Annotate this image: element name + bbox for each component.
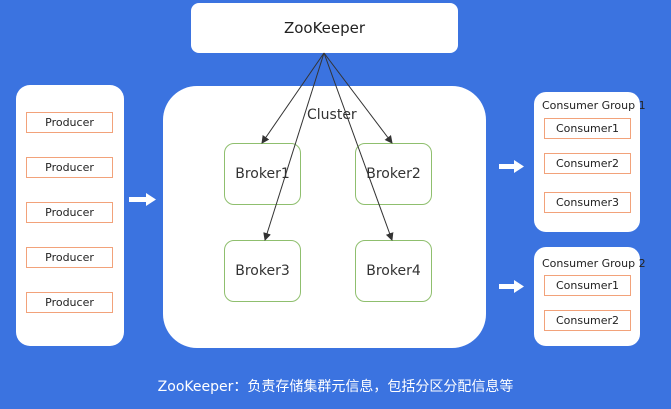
producer-label: Producer <box>45 296 94 309</box>
producer-node-4: Producer <box>26 247 113 268</box>
producer-node-3: Producer <box>26 202 113 223</box>
consumer-label: Consumer3 <box>555 196 620 209</box>
producer-label: Producer <box>45 251 94 264</box>
cluster-to-group1-arrow <box>499 160 524 173</box>
consumer-node: Consumer2 <box>544 153 631 174</box>
diagram-caption: ZooKeeper：负责存储集群元信息，包括分区分配信息等 <box>157 379 514 395</box>
broker-label: Broker4 <box>366 263 421 279</box>
broker-label: Broker2 <box>366 166 421 182</box>
zk-to-broker3-arrow <box>263 52 325 241</box>
cluster-label: Cluster <box>307 107 357 123</box>
cluster-to-group2-arrow <box>499 280 524 293</box>
consumer-node: Consumer3 <box>544 192 631 213</box>
broker-4: Broker4 <box>355 240 432 302</box>
zookeeper-label: ZooKeeper <box>283 19 366 37</box>
zk-to-broker4-arrow <box>323 52 394 241</box>
consumer-group-1-title: Consumer Group 1 <box>542 99 646 112</box>
broker-label: Broker3 <box>235 263 290 279</box>
consumer-node: Consumer1 <box>544 118 631 139</box>
cluster-panel <box>163 86 486 348</box>
consumer-group-2-title: Consumer Group 2 <box>542 257 646 270</box>
broker-3: Broker3 <box>224 240 301 302</box>
producer-label: Producer <box>45 206 94 219</box>
consumer-label: Consumer2 <box>555 157 620 170</box>
zk-to-broker2-arrow <box>323 52 393 144</box>
consumer-label: Consumer1 <box>555 122 620 135</box>
consumer-node: Consumer1 <box>544 275 631 296</box>
producer-node-5: Producer <box>26 292 113 313</box>
producer-label: Producer <box>45 161 94 174</box>
zk-to-broker1-arrow <box>261 52 325 144</box>
producer-to-cluster-arrow <box>129 193 156 206</box>
consumer-node: Consumer2 <box>544 310 631 331</box>
producer-node-2: Producer <box>26 157 113 178</box>
producer-label: Producer <box>45 116 94 129</box>
consumer-label: Consumer2 <box>555 314 620 327</box>
broker-label: Broker1 <box>235 166 290 182</box>
consumer-label: Consumer1 <box>555 279 620 292</box>
zookeeper-node: ZooKeeper <box>191 3 458 53</box>
producer-node-1: Producer <box>26 112 113 133</box>
